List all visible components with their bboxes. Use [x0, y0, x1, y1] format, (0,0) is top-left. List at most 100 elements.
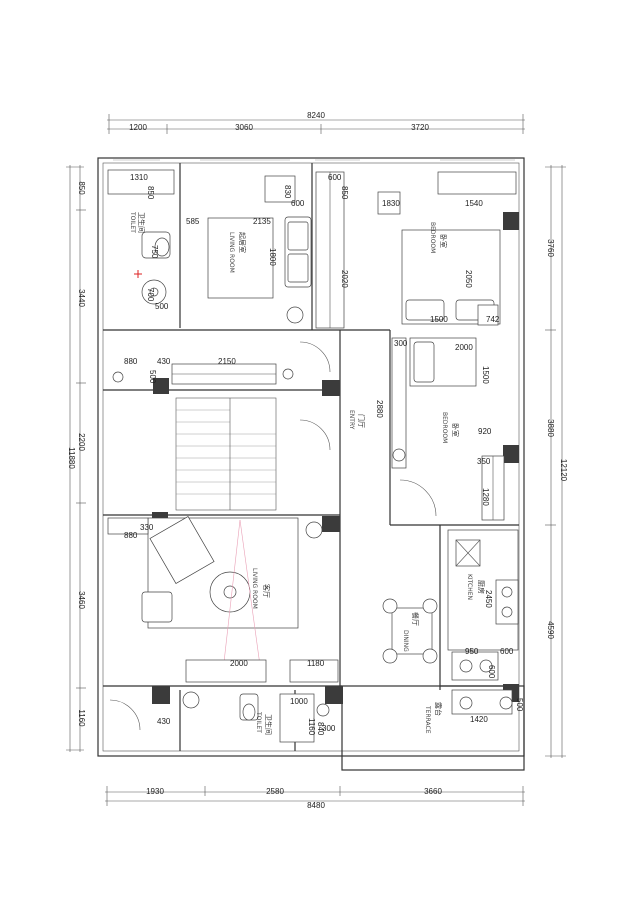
- dim-300-b: 300: [322, 724, 336, 733]
- terrace-label: 露台: [434, 702, 443, 716]
- dim-1540: 1540: [465, 199, 483, 208]
- toilet-2: 1000 430 1160 840 300 卫生间 TOILET: [109, 691, 336, 743]
- dim-2450: 2450: [484, 590, 493, 608]
- dim-2135: 2135: [253, 217, 271, 226]
- bedroom-2: 300 2000 1500 920 350 1280 卧室 BEDROOM: [391, 337, 505, 521]
- dim-2000-a: 2000: [455, 343, 473, 352]
- bottom-seg-2: 2580: [266, 787, 284, 796]
- dim-920: 920: [478, 427, 492, 436]
- study-room: 585 2135 1800 600 830 起居室 LIVING ROOM: [186, 175, 312, 324]
- living-label-en: LIVING ROOM: [251, 568, 258, 609]
- dim-585: 585: [186, 217, 200, 226]
- study-label: 起居室: [238, 232, 247, 253]
- left-dimension-lines: 850 3440 2200 3460 1160 11880: [66, 165, 86, 752]
- terrace-label-en: TERRACE: [424, 705, 431, 734]
- living-room: 330 880 客厅 LIVING ROOM: [107, 516, 323, 681]
- dim-880-b: 880: [124, 531, 138, 540]
- top-seg-2: 3060: [235, 123, 253, 132]
- entry-label: 门厅: [357, 414, 366, 428]
- dim-840: 840: [316, 722, 325, 736]
- toilet-1-label: 卫生间: [137, 212, 146, 233]
- dim-1800: 1800: [268, 248, 277, 266]
- right-total-dim: 12120: [559, 459, 568, 482]
- right-seg-2: 3880: [546, 419, 555, 437]
- dim-2150: 2150: [218, 357, 236, 366]
- living-label: 客厅: [262, 584, 271, 598]
- dim-500-c: 500: [515, 698, 524, 712]
- dim-1500-b: 1500: [481, 366, 490, 384]
- toilet-1-label-en: TOILET: [129, 211, 136, 233]
- dim-430-b: 430: [157, 717, 171, 726]
- entry: 2880 门厅 ENTRY: [299, 341, 384, 451]
- toilet-2-label: 卫生间: [264, 714, 273, 735]
- dim-1500-a: 1500: [430, 315, 448, 324]
- bottom-total-dim: 8480: [307, 801, 325, 810]
- dim-2020: 2020: [340, 270, 349, 288]
- kitchen-label-en: KITCHEN: [466, 574, 473, 600]
- dim-1310: 1310: [130, 173, 148, 182]
- dim-600-a: 600: [291, 199, 305, 208]
- dim-1280: 1280: [481, 488, 490, 506]
- dim-1180: 1180: [307, 659, 325, 668]
- corridor-cabinet: 880 430 500 2150: [112, 357, 294, 385]
- dim-830: 830: [283, 185, 292, 199]
- dim-2050: 2050: [464, 270, 473, 288]
- tv-cabinet: 2000 1180: [185, 659, 339, 683]
- top-seg-1: 1200: [129, 123, 147, 132]
- dining-label: 餐厅: [411, 612, 420, 626]
- bottom-seg-3: 3660: [424, 787, 442, 796]
- entry-label-en: ENTRY: [348, 410, 355, 430]
- bottom-seg-1: 1930: [146, 787, 164, 796]
- top-total-dim: 8240: [307, 111, 325, 120]
- top-dimension-lines: 8240 1200 3060 3720: [107, 111, 525, 134]
- dim-300: 300: [394, 339, 408, 348]
- dim-950: 950: [465, 647, 479, 656]
- dim-350: 350: [477, 457, 491, 466]
- dim-1420: 1420: [470, 715, 488, 724]
- right-seg-3: 4590: [546, 621, 555, 639]
- left-seg-5: 1160: [77, 709, 86, 727]
- kitchen-label: 厨房: [477, 580, 486, 594]
- toilet-1: 1310 850 750 700 500 卫生间 TOILET: [107, 169, 175, 311]
- toilet-2-label-en: TOILET: [255, 711, 262, 733]
- left-total-dim: 11880: [67, 447, 76, 469]
- dim-2880: 2880: [375, 400, 384, 418]
- dim-700: 700: [146, 288, 155, 302]
- bedroom-1-label: 卧室: [439, 234, 448, 248]
- dim-1830: 1830: [382, 199, 400, 208]
- bedroom-1: 1830 1540 2050 1500 742 卧室 BEDROOM: [377, 171, 517, 326]
- bottom-dimension-lines: 1930 2580 3660 8480: [105, 786, 525, 810]
- dim-600-c: 600: [500, 647, 514, 656]
- kitchen: 2450 950 600 600 厨房 KITCHEN: [447, 529, 519, 681]
- study-label-en: LIVING ROOM: [228, 232, 235, 273]
- stairs: [175, 397, 277, 511]
- left-seg-4: 3460: [77, 591, 86, 609]
- dim-750: 750: [150, 245, 159, 259]
- dim-430-a: 430: [157, 357, 171, 366]
- right-seg-1: 3760: [546, 239, 555, 257]
- dining: 餐厅 DINING: [382, 598, 438, 664]
- dim-330: 330: [140, 523, 154, 532]
- dining-label-en: DINING: [402, 630, 409, 652]
- dim-600-d: 600: [487, 665, 496, 679]
- dim-742: 742: [486, 315, 500, 324]
- top-seg-3: 3720: [411, 123, 429, 132]
- wardrobe-top: 600 850 2020: [315, 171, 349, 329]
- terrace: 1420 500 露台 TERRACE: [424, 689, 524, 734]
- dim-600-b: 600: [328, 173, 342, 182]
- dim-500-b: 500: [148, 370, 157, 384]
- dim-2000-b: 2000: [230, 659, 248, 668]
- left-seg-3: 2200: [77, 433, 86, 451]
- dim-1160: 1160: [307, 718, 316, 736]
- bedroom-2-label: 卧室: [451, 423, 460, 437]
- bedroom-1-label-en: BEDROOM: [429, 222, 436, 253]
- right-dimension-lines: 3760 3880 4590 12120: [545, 165, 568, 758]
- dim-500-a: 500: [155, 302, 169, 311]
- bedroom-2-label-en: BEDROOM: [441, 412, 448, 443]
- dim-850: 850: [146, 186, 155, 200]
- exterior-walls: [97, 157, 525, 771]
- dim-880-a: 880: [124, 357, 138, 366]
- left-seg-1: 850: [77, 181, 86, 195]
- dim-850-b: 850: [340, 186, 349, 200]
